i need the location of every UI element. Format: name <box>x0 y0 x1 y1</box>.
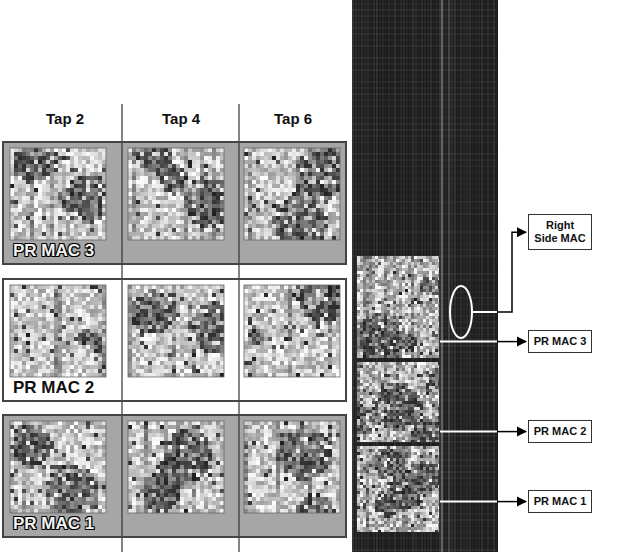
panel-fill <box>2 141 347 265</box>
callout-box: PR MAC 2 <box>528 420 592 443</box>
panel-fill <box>2 278 347 402</box>
column-header: Tap 6 <box>271 110 315 127</box>
thumbnail-image <box>244 148 340 240</box>
thumbnail-image <box>128 285 224 377</box>
mac-panel: PR MAC 3 <box>2 141 347 265</box>
mac-panel: PR MAC 1 <box>2 414 347 538</box>
highlight-ellipse <box>450 286 472 338</box>
panel-label: PR MAC 3 <box>10 242 97 261</box>
callout-label: PR MAC 2 <box>533 425 587 438</box>
mac-panel: PR MAC 2 <box>2 278 347 402</box>
mac-region <box>357 256 439 358</box>
panel-label: PR MAC 1 <box>10 515 97 534</box>
thumbnail-image <box>244 285 340 377</box>
thumbnail-images <box>10 148 340 513</box>
column-header: Tap 2 <box>43 110 87 127</box>
thumbnail-image <box>244 421 340 513</box>
column-divider <box>121 104 122 552</box>
column-divider <box>238 104 239 552</box>
callout-label: Right Side MAC <box>533 219 587 245</box>
thumbnail-image <box>10 421 106 513</box>
callout-box: PR MAC 3 <box>528 330 592 353</box>
thumbnail-image <box>10 285 106 377</box>
panel-fills <box>2 141 347 538</box>
callout-box: PR MAC 1 <box>528 490 592 513</box>
thumbnail-image <box>128 421 224 513</box>
callout-label: PR MAC 3 <box>533 335 587 348</box>
panel-fill <box>2 414 347 538</box>
mac-region <box>357 362 439 442</box>
floorplan-image <box>352 0 498 552</box>
mac-region <box>357 446 439 532</box>
column-header: Tap 4 <box>159 110 203 127</box>
thumbnail-image <box>128 148 224 240</box>
panel-label: PR MAC 2 <box>10 379 97 398</box>
thumbnail-image <box>10 148 106 240</box>
callout-box: Right Side MAC <box>528 214 592 250</box>
column-dividers <box>122 104 239 552</box>
callout-label: PR MAC 1 <box>533 495 587 508</box>
leader-arrows <box>440 232 526 501</box>
